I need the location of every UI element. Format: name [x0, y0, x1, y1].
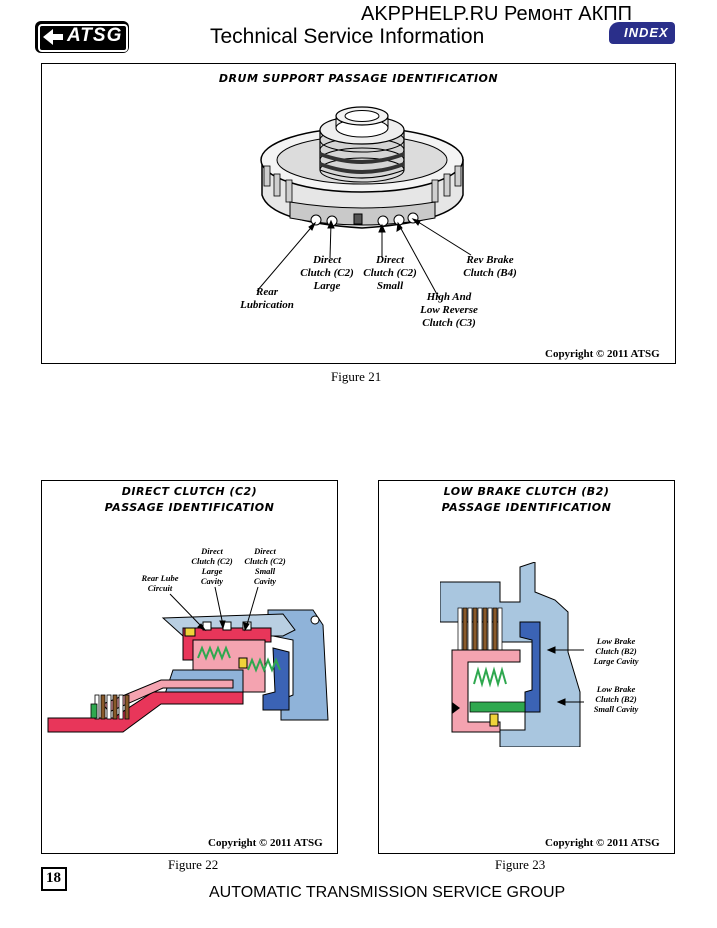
label-c2-large-cavity: Direct Clutch (C2) Large Cavity: [191, 546, 233, 586]
atsg-logo[interactable]: ATSG: [35, 21, 129, 53]
label-c2-small-cavity: Direct Clutch (C2) Small Cavity: [244, 546, 286, 586]
figure-23-copyright: Copyright © 2011 ATSG: [545, 837, 660, 849]
low-brake-clutch-b2-cross-section: [440, 562, 581, 747]
figure-23-heading-line1: LOW BRAKE CLUTCH (B2): [443, 485, 610, 498]
figure-22-heading-line1: DIRECT CLUTCH (C2): [121, 485, 258, 498]
label-direct-c2-small: Direct Clutch (C2) Small: [363, 254, 417, 292]
atsg-logo-arrow-icon: [43, 29, 63, 45]
label-b2-small-cavity: Low Brake Clutch (B2) Small Cavity: [593, 684, 639, 714]
figure-23-leader-lines: [546, 646, 584, 706]
figure-23-heading-line2: PASSAGE IDENTIFICATION: [441, 501, 612, 514]
figure-21-leader-lines: [256, 218, 472, 299]
label-rear-lubrication: Rear Lubrication: [240, 286, 294, 311]
figure-21-copyright: Copyright © 2011 ATSG: [545, 348, 660, 360]
site-banner: AKPPHELP.RU Ремонт АКПП: [361, 3, 632, 25]
page-number: 18: [46, 870, 61, 886]
figure-21-heading: DRUM SUPPORT PASSAGE IDENTIFICATION: [218, 72, 499, 85]
index-button[interactable]: INDEX: [609, 22, 675, 44]
page-number-box: 18: [41, 867, 67, 891]
figure-23-caption: Figure 23: [495, 857, 546, 872]
label-rev-brake: Rev Brake Clutch (B4): [463, 254, 517, 279]
figure-22-frame: [41, 480, 338, 854]
index-button-label: INDEX: [624, 25, 669, 40]
page-title: Technical Service Information: [210, 25, 485, 48]
label-b2-large-cavity: Low Brake Clutch (B2) Large Cavity: [593, 636, 639, 666]
figure-22-leader-lines: [169, 586, 259, 632]
figure-21-caption: Figure 21: [331, 369, 382, 384]
label-rear-lube-circuit: Rear Lube Circuit: [141, 573, 179, 593]
label-high-low-reverse: High And Low Reverse Clutch (C3): [420, 291, 478, 329]
figure-22-caption: Figure 22: [168, 857, 219, 872]
footer-org-name: AUTOMATIC TRANSMISSION SERVICE GROUP: [209, 884, 566, 901]
figure-22-heading-line2: PASSAGE IDENTIFICATION: [104, 501, 275, 514]
drum-support-illustration: [260, 106, 464, 229]
figure-21-frame: [41, 63, 676, 364]
label-direct-c2-large: Direct Clutch (C2) Large: [300, 254, 354, 292]
direct-clutch-c2-cross-section: [47, 609, 329, 733]
atsg-logo-text: ATSG: [67, 25, 123, 46]
figure-22-copyright: Copyright © 2011 ATSG: [208, 837, 323, 849]
figure-23-frame: [378, 480, 675, 854]
